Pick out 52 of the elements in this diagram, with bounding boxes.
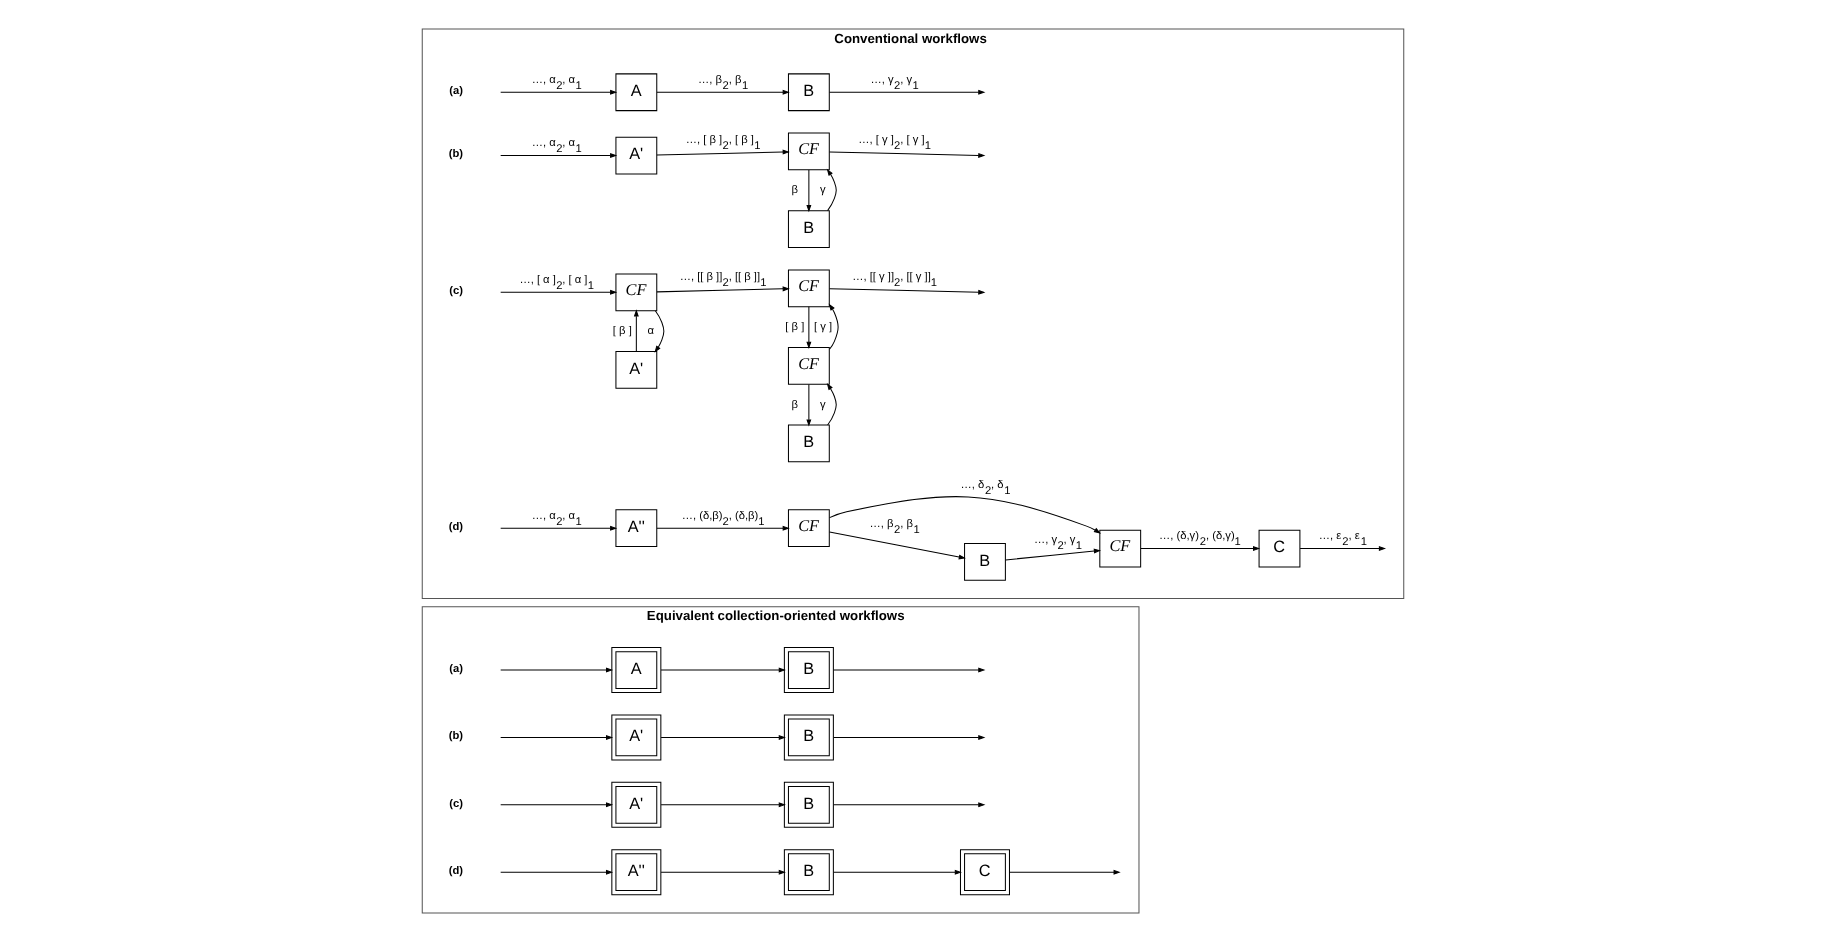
arrow — [1298, 546, 1386, 552]
arrow — [655, 525, 789, 531]
node-box: B — [963, 542, 1005, 581]
arrow — [827, 303, 838, 350]
arrow — [828, 496, 1101, 534]
arrow — [828, 531, 965, 560]
arrow — [499, 525, 617, 531]
node-box: B — [786, 210, 829, 248]
arrow — [1139, 546, 1260, 552]
node-box: CF — [786, 509, 829, 548]
arrow — [655, 149, 789, 156]
arrow — [659, 869, 785, 875]
arrow — [499, 89, 617, 95]
node-box: A' — [614, 136, 657, 175]
node-box: CF — [786, 269, 829, 308]
arrow — [805, 169, 811, 213]
arrow — [632, 309, 638, 353]
arrow — [659, 734, 785, 740]
arrow — [655, 89, 789, 95]
node-box: A — [614, 73, 657, 112]
node-box: CF — [786, 132, 829, 171]
node-box: CF — [614, 273, 657, 312]
arrow — [805, 306, 811, 349]
arrow — [659, 667, 785, 673]
node-box: CF — [1098, 529, 1141, 568]
arrow — [832, 802, 985, 808]
arrow — [828, 89, 985, 95]
node-box: CF — [786, 346, 829, 385]
arrow — [1004, 548, 1101, 561]
arrow — [653, 310, 664, 353]
arrow — [832, 734, 985, 740]
arrow — [499, 802, 613, 808]
arrow — [499, 153, 617, 159]
node-box: C — [1257, 529, 1300, 568]
node-box: B — [786, 73, 829, 112]
arrow — [828, 151, 985, 158]
node-box: A'' — [614, 509, 657, 548]
arrow — [499, 734, 613, 740]
arrow — [828, 288, 985, 295]
arrow — [825, 383, 836, 426]
arrow — [499, 289, 617, 295]
node-box: A' — [614, 351, 657, 389]
arrow — [655, 286, 789, 293]
arrow — [1008, 869, 1120, 875]
arrow — [832, 869, 961, 875]
arrow — [832, 667, 985, 673]
arrow — [499, 667, 613, 673]
arrow — [659, 802, 785, 808]
arrow — [499, 869, 613, 875]
node-box: B — [786, 424, 829, 463]
arrow — [825, 168, 836, 212]
arrow — [805, 383, 811, 427]
